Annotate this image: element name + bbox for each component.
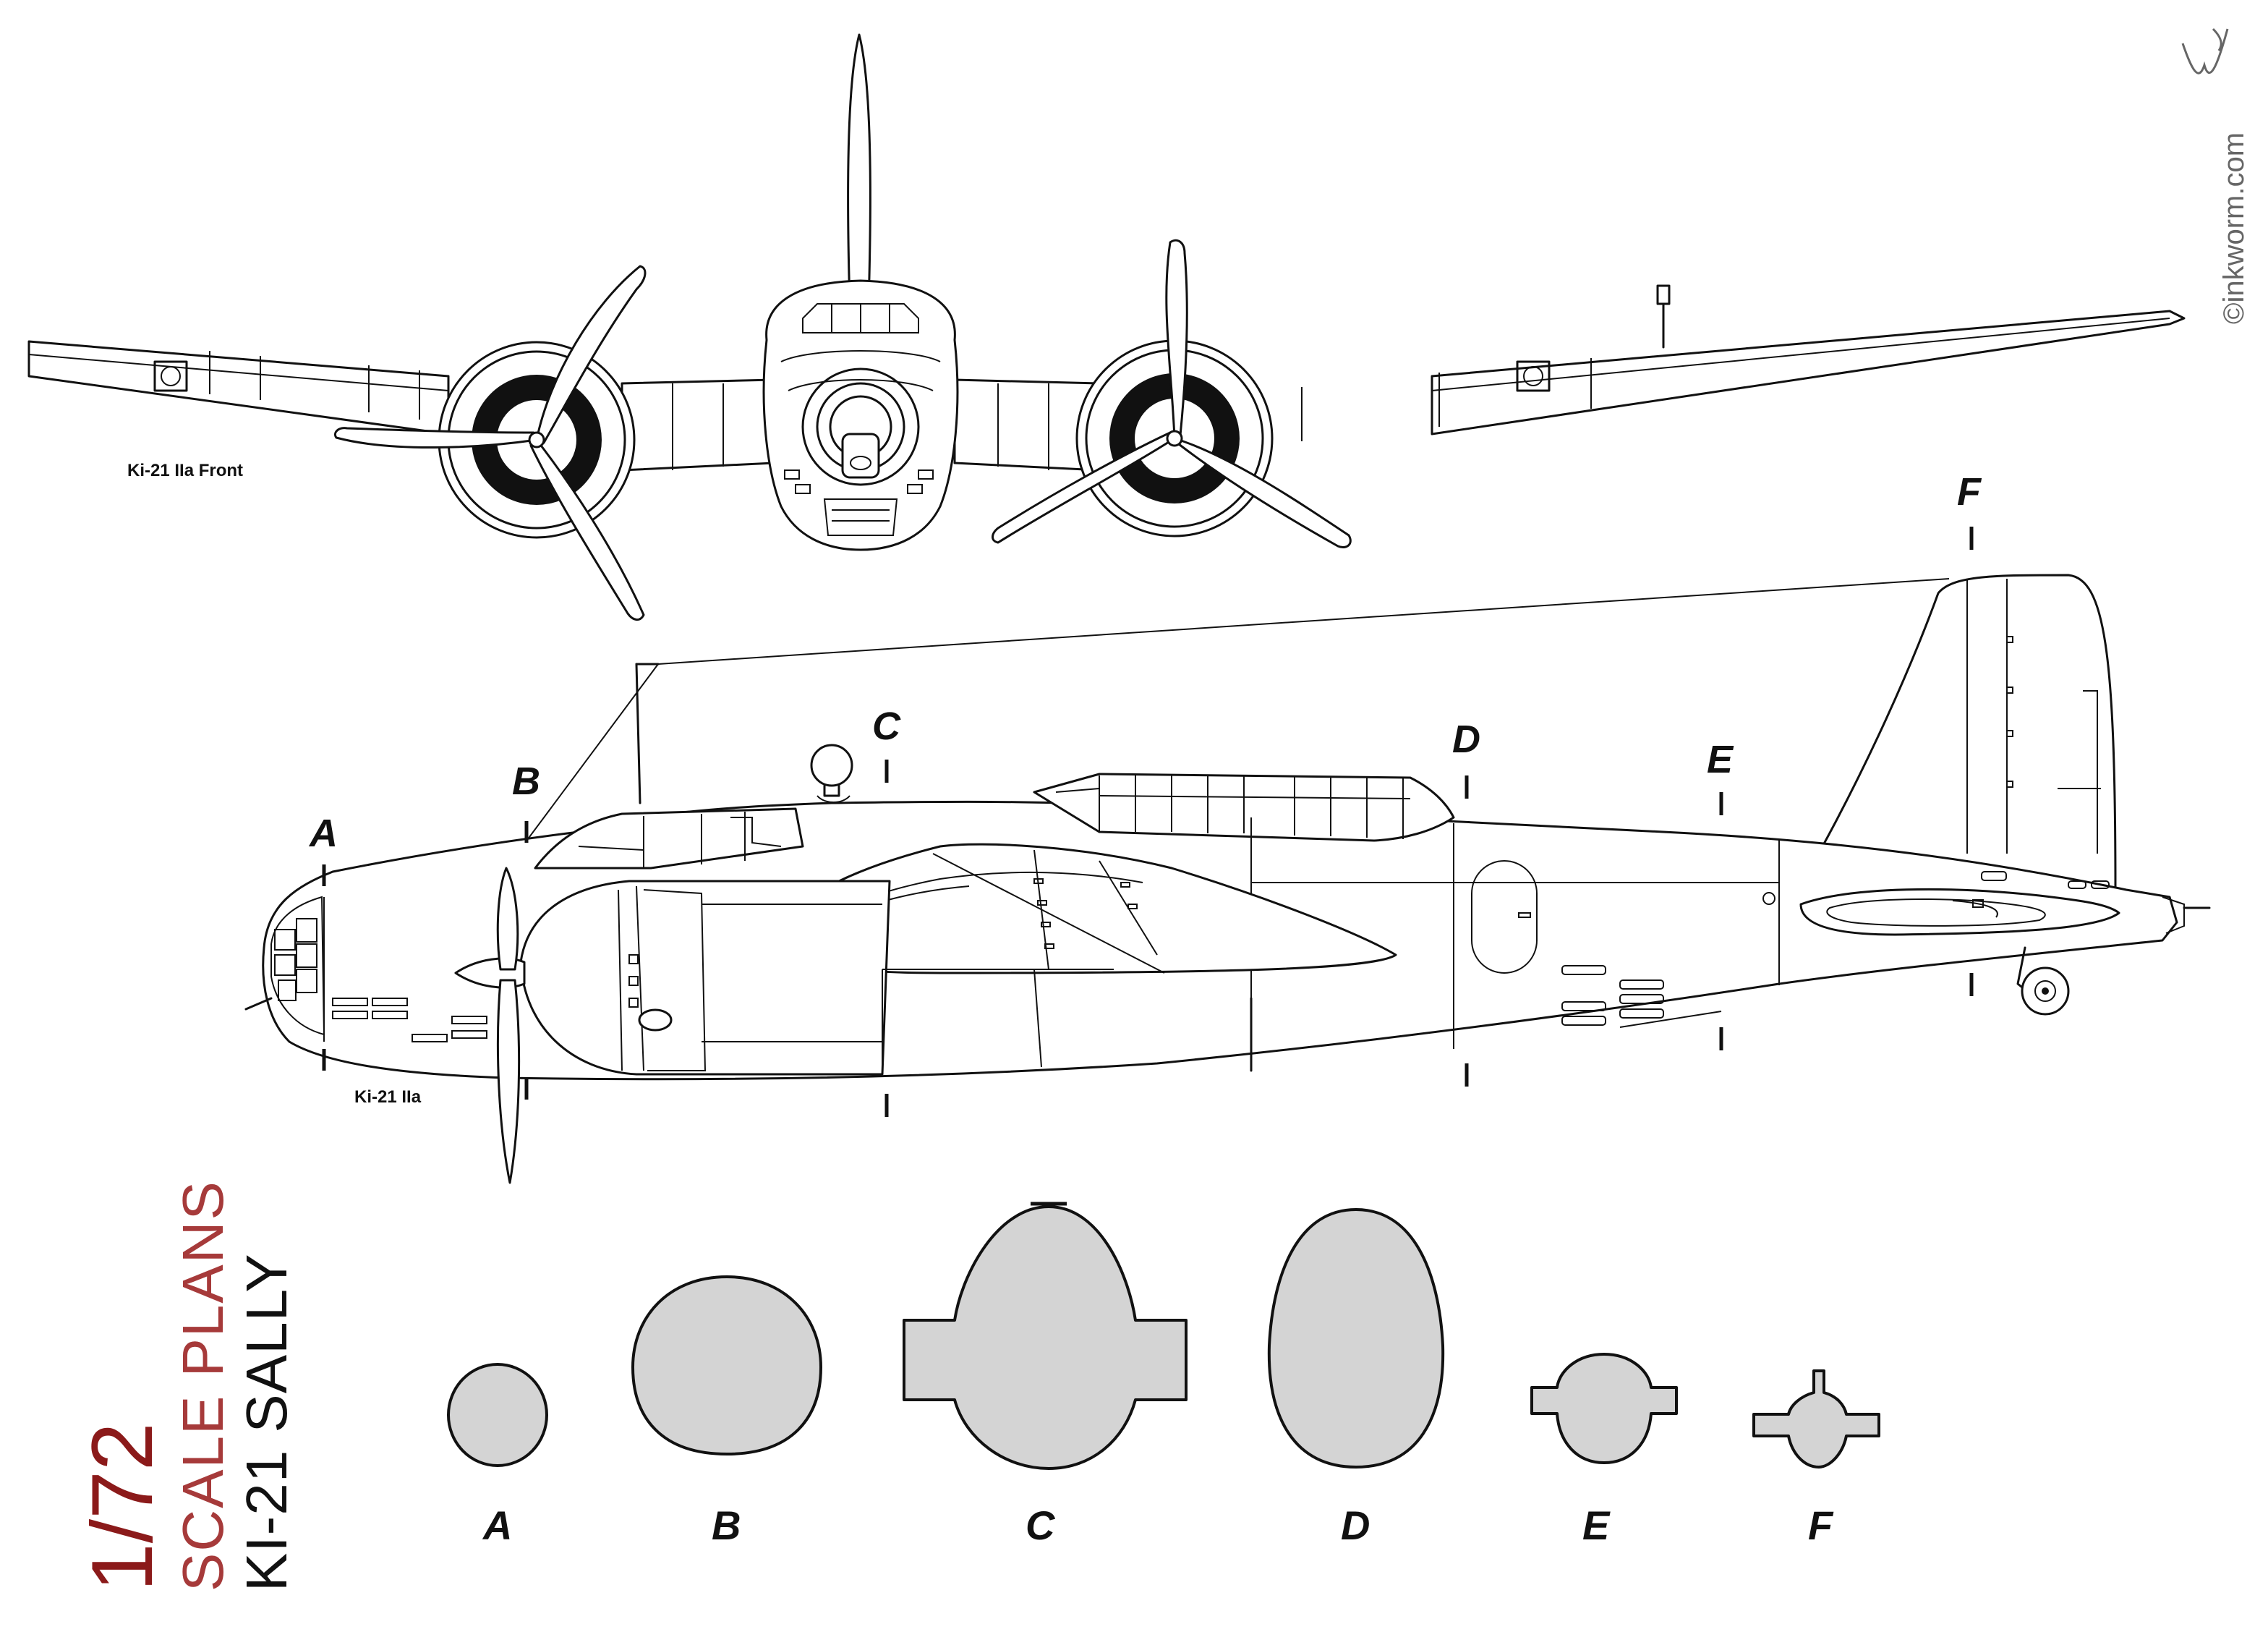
section-e-shape — [1530, 1353, 1678, 1464]
side-engine-nacelle — [519, 880, 891, 1076]
station-label-f: F — [1957, 470, 1982, 514]
front-view: Ki-21 IIa Front — [27, 33, 2186, 621]
station-label-c: C — [872, 705, 901, 748]
section-c-shape — [903, 1205, 1188, 1470]
station-markers: A B C D E F — [308, 470, 1982, 1117]
aircraft-name: KI-21 SALLY — [234, 1253, 299, 1591]
section-label-d: D — [1341, 1503, 1370, 1548]
front-engine-left — [334, 265, 647, 621]
dorsal-dome — [810, 744, 853, 787]
station-label-e: E — [1707, 738, 1734, 781]
front-view-caption: Ki-21 IIa Front — [127, 461, 243, 480]
front-vertical-tail — [847, 33, 871, 305]
section-a-shape — [447, 1363, 548, 1467]
front-wing-right — [1431, 310, 2186, 435]
section-label-c: C — [1026, 1503, 1056, 1548]
station-label-d: D — [1452, 718, 1480, 761]
scale-plans-label: SCALE PLANS — [171, 1180, 235, 1591]
side-view-caption: Ki-21 IIa — [354, 1087, 422, 1107]
scale-label: 1/72 — [74, 1422, 171, 1591]
section-d-shape — [1267, 1208, 1445, 1469]
side-propeller — [496, 867, 519, 971]
front-wing-left — [27, 340, 450, 435]
title-block: 1/72 SCALE PLANS KI-21 SALLY — [74, 1180, 299, 1591]
section-f-shape — [1752, 1369, 1880, 1469]
front-fuselage — [762, 279, 959, 551]
section-label-e: E — [1582, 1503, 1611, 1548]
side-vertical-tail — [1821, 574, 2117, 891]
copyright-block: ©inkworm.com — [2181, 27, 2250, 324]
section-label-f: F — [1808, 1503, 1834, 1548]
section-b-shape — [631, 1275, 822, 1455]
station-label-b: B — [512, 760, 540, 803]
section-label-b: B — [712, 1503, 741, 1548]
side-view: Ki-21 IIa — [244, 574, 2211, 1184]
side-wing — [772, 843, 1397, 974]
front-engine-right — [992, 239, 1352, 548]
station-label-a: A — [308, 812, 338, 855]
inkworm-logo-icon — [2181, 27, 2229, 75]
section-label-a: A — [482, 1503, 512, 1548]
cross-sections: A B C D E F — [447, 1202, 1880, 1548]
copyright-text: ©inkworm.com — [2218, 132, 2250, 324]
